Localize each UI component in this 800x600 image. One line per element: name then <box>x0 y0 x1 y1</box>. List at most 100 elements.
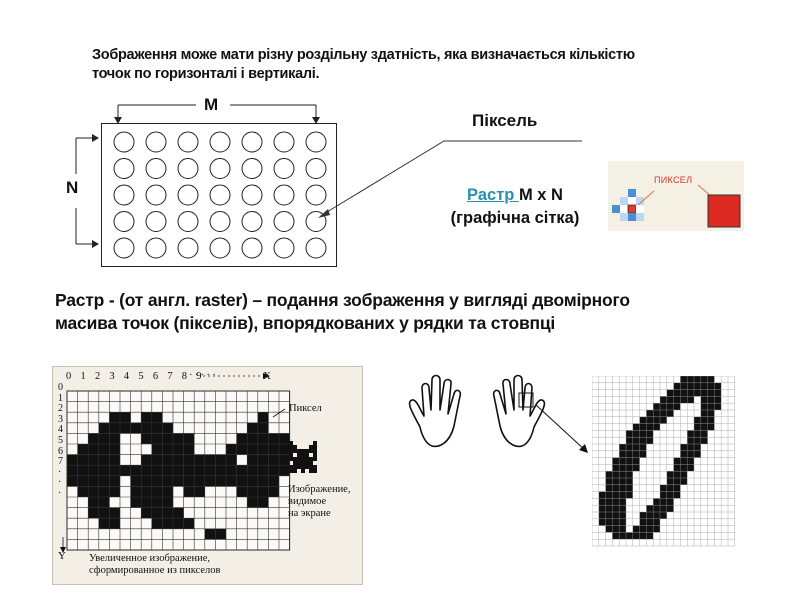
pixel-circle <box>242 212 262 232</box>
raster-pixel <box>258 497 269 508</box>
pixel-circle <box>146 212 166 232</box>
raster-pixel <box>173 476 184 487</box>
raster-pixel <box>88 455 99 466</box>
raster-pixel <box>152 508 163 519</box>
pixel-stroke-figure <box>592 376 740 548</box>
raster-pixel <box>173 444 184 455</box>
raster-pixel <box>67 465 78 476</box>
screen-cat-pixel <box>289 441 293 445</box>
raster-pixel <box>162 455 173 466</box>
raster-pixel <box>99 465 110 476</box>
screen-cat-pixel <box>313 441 317 445</box>
raster-pixel <box>247 476 258 487</box>
screen-caption-line: видимое <box>288 496 350 508</box>
pixel-stroke-graphic <box>592 376 740 548</box>
screen-cat-pixel <box>297 461 301 465</box>
grid-left-number: 5 <box>58 436 66 447</box>
raster-pixel <box>109 508 120 519</box>
grid-left-number: 0 <box>58 383 66 394</box>
screen-caption: Изображение, видимое на экране <box>288 484 350 520</box>
raster-pixel <box>194 455 205 466</box>
stroke-pixel-run <box>674 383 722 390</box>
screen-cat-pixel <box>293 469 297 473</box>
raster-pixel <box>279 433 290 444</box>
raster-pixel <box>258 476 269 487</box>
raster-pixel <box>184 476 195 487</box>
raster-pixel <box>173 508 184 519</box>
raster-pixel <box>162 486 173 497</box>
pixel-circle <box>242 159 262 179</box>
raster-pixel <box>109 423 120 434</box>
screen-caption-line: Изображение, <box>288 484 350 496</box>
screen-cat-pixel <box>289 457 293 461</box>
cat-raster-figure: 0 1 2 3 4 5 6 7 8 9 · · · · · X 01234567… <box>52 366 363 585</box>
raster-pixel <box>109 465 120 476</box>
stroke-pixel-run <box>667 471 687 478</box>
pixel-circle <box>178 159 198 179</box>
pixel-circle <box>274 159 294 179</box>
screen-cat-pixel <box>313 445 317 449</box>
pixel-thumb-label: ПИКСЕЛ <box>654 175 692 185</box>
screen-cat-pixel <box>313 453 317 457</box>
raster-pixel <box>205 476 216 487</box>
pixel-circle <box>146 185 166 205</box>
screen-cat-pixel <box>301 465 305 469</box>
pixel-circle <box>146 159 166 179</box>
raster-pixel <box>184 486 195 497</box>
raster-pixel <box>131 423 142 434</box>
raster-pixel <box>237 465 248 476</box>
raster-pixel <box>162 444 173 455</box>
raster-pixel <box>141 476 152 487</box>
raster-pixel <box>67 455 78 466</box>
pixel-label: Піксель <box>472 111 537 131</box>
stroke-pixel-run <box>674 464 694 471</box>
screen-cat-pixel <box>293 457 297 461</box>
pixel-circle <box>274 212 294 232</box>
raster-pixel <box>141 486 152 497</box>
raster-pixel <box>237 444 248 455</box>
raster-pixel <box>194 486 205 497</box>
raster-pixel <box>131 497 142 508</box>
raster-pixel <box>141 423 152 434</box>
raster-pixel <box>258 444 269 455</box>
raster-pixel <box>141 412 152 423</box>
raster-pixel <box>258 455 269 466</box>
raster-pixel <box>99 486 110 497</box>
screen-cat-pixel <box>301 449 305 453</box>
stroke-pixel-run <box>653 498 673 505</box>
stroke-pixel-run <box>674 458 694 465</box>
screen-cat-pixel <box>293 445 297 449</box>
screen-cat-pixel <box>301 461 305 465</box>
screen-cat-pixel <box>313 469 317 473</box>
raster-pixel <box>258 412 269 423</box>
raster-pixel <box>184 444 195 455</box>
pixel-circle <box>178 185 198 205</box>
raster-pixel <box>162 465 173 476</box>
pixel-circle <box>114 132 134 152</box>
pixel-circle <box>306 238 326 258</box>
stroke-pixel-run <box>701 403 721 410</box>
stroke-pixel-run <box>687 437 707 444</box>
screen-cat-pixel <box>305 457 309 461</box>
screen-cat-pixel <box>301 453 305 457</box>
raster-pixel <box>194 465 205 476</box>
raster-pixel <box>109 486 120 497</box>
raster-pixel <box>205 465 216 476</box>
screen-cat-pixel <box>297 453 301 457</box>
screen-cat-pixel <box>305 449 309 453</box>
raster-subtitle: (графічна сітка) <box>451 209 580 227</box>
raster-pixel <box>131 486 142 497</box>
raster-pixel <box>162 476 173 487</box>
screen-cat-pixel <box>305 461 309 465</box>
raster-link[interactable]: Растр <box>467 186 519 204</box>
raster-pixel <box>215 465 226 476</box>
raster-pixel <box>247 497 258 508</box>
screen-cat-pixel <box>289 453 293 457</box>
grid-top-numbers: 0 1 2 3 4 5 6 7 8 9 <box>66 371 205 382</box>
screen-cat-pixel <box>309 461 313 465</box>
raster-pixel <box>99 476 110 487</box>
raster-pixel <box>268 465 279 476</box>
screen-cat-pixel <box>309 469 313 473</box>
raster-pixel <box>226 455 237 466</box>
screen-cat-pixel <box>313 457 317 461</box>
